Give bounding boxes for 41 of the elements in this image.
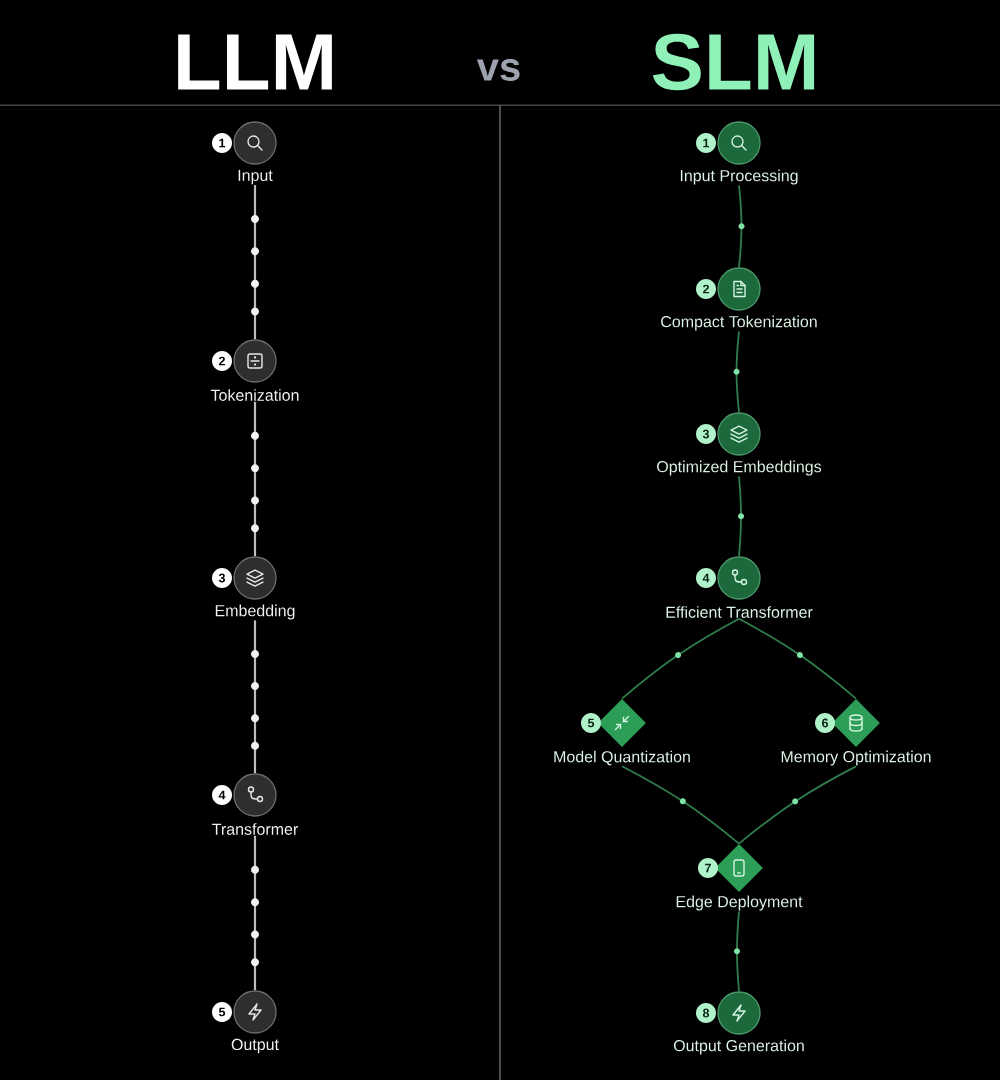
step-label: Optimized Embeddings (657, 460, 822, 476)
number-badge: 2 (212, 351, 232, 371)
connector (251, 185, 259, 340)
connector (251, 620, 259, 774)
step-label: Tokenization (210, 389, 299, 401)
step-label: Compact Tokenization (661, 315, 817, 331)
connector (251, 401, 259, 557)
number-badge: 1 (212, 133, 232, 153)
connector (738, 617, 857, 700)
connector (738, 765, 857, 845)
number-badge: 5 (581, 713, 601, 733)
step-label: Model Quantization (554, 750, 690, 766)
heading: vs (476, 59, 520, 81)
step-label: Edge Deployment (676, 895, 803, 911)
number-badge: 5 (212, 1002, 232, 1022)
number-badge: 4 (696, 568, 716, 588)
step-label: Embedding (215, 604, 295, 620)
connector (251, 835, 259, 991)
step-label: Output Generation (673, 1039, 804, 1055)
heading: SLM (652, 33, 815, 91)
step-label: Transformer (212, 823, 298, 835)
connector (733, 910, 740, 993)
connector (738, 184, 745, 269)
number-badge: 4 (212, 785, 232, 805)
heading: LLM (178, 34, 332, 90)
connector (621, 765, 740, 845)
step-label: Input Processing (680, 169, 798, 185)
connector (738, 475, 745, 558)
step-label: Efficient Transformer (666, 606, 813, 618)
number-badge: 7 (698, 858, 718, 878)
number-badge: 3 (212, 568, 232, 588)
number-badge: 3 (696, 424, 716, 444)
number-badge: 2 (696, 279, 716, 299)
step-label: Input (238, 169, 273, 185)
number-badge: 1 (696, 133, 716, 153)
connector (733, 330, 740, 414)
step-label: Output (231, 1038, 279, 1054)
connector (621, 617, 740, 700)
number-badge: 8 (696, 1003, 716, 1023)
step-label: Memory Optimization (781, 750, 931, 766)
number-badge: 6 (815, 713, 835, 733)
